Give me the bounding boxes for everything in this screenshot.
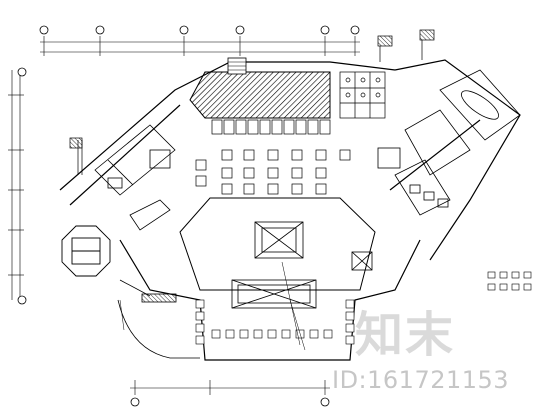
stage-lower	[231, 279, 317, 309]
leader-lines	[119, 261, 306, 351]
hatched-roof-zone	[189, 71, 331, 119]
right-wing-rooms	[377, 69, 521, 216]
perimeter-seats	[195, 299, 355, 345]
left-wing-rooms	[94, 124, 176, 231]
octagonal-kiosk	[61, 225, 111, 277]
dining-tables	[195, 149, 351, 195]
grid-bubbles-left	[17, 67, 27, 305]
watermark-logo: 知末	[355, 302, 505, 363]
grid-bubbles-bottom	[130, 397, 330, 407]
watermark-brand-text: 知末	[355, 307, 456, 363]
left-flagpoles	[69, 137, 83, 175]
grid-bubbles-top	[39, 25, 360, 35]
stage-upper	[254, 221, 304, 259]
watermark-id: ID:161721153	[332, 366, 510, 394]
dimension-line-left	[8, 70, 24, 300]
dimension-line-top	[40, 36, 360, 56]
stage-right-box	[351, 251, 373, 271]
right-flagpoles	[377, 29, 435, 62]
outdoor-seating	[487, 271, 532, 291]
dimension-line-bottom	[130, 380, 330, 395]
booth-row	[211, 119, 331, 135]
toilet-block	[339, 71, 386, 119]
